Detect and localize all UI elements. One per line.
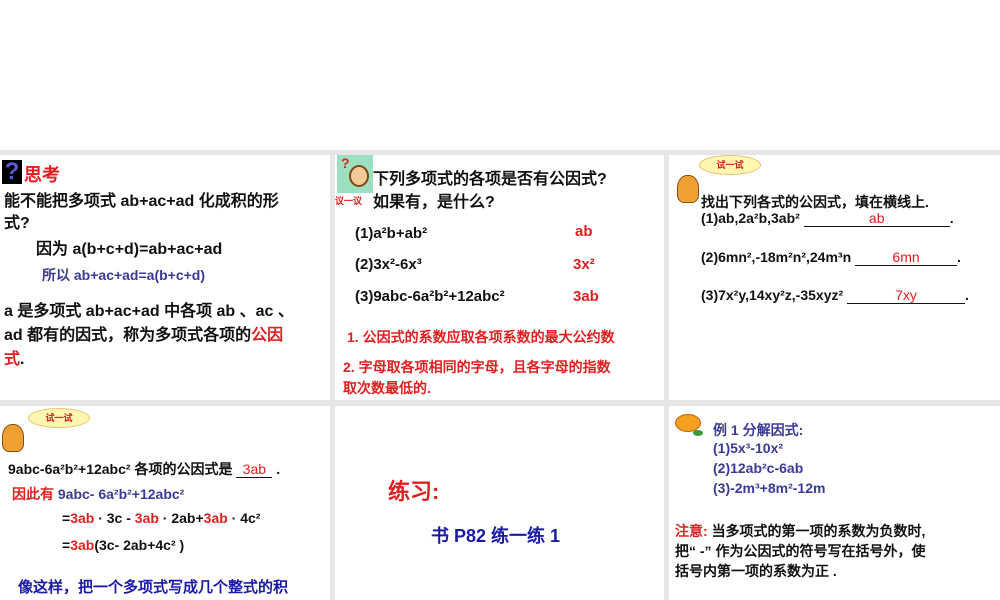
slide-grid: ? 思考 能不能把多项式 ab+ac+ad 化成积的形 式? 因为 a(b+c+… xyxy=(0,150,1000,600)
factor: 3ab xyxy=(70,510,95,526)
text: 9abc-6a²b²+12abc² 各项的公因式是 xyxy=(8,461,233,477)
factor: 3ab xyxy=(70,537,95,553)
slide-practice[interactable]: 练习: 书 P82 练一练 1 xyxy=(335,406,664,600)
tiger-icon xyxy=(677,175,699,203)
expression: (2)6mn²,-18m²n²,24m³n xyxy=(701,249,852,265)
step-line: =3ab · 3c - 3ab · 2ab+3ab · 4c² xyxy=(62,510,260,526)
exercise: (2)6mn²,-18m²n²,24m³n 6mn. xyxy=(701,249,961,266)
boy-icon: ? xyxy=(337,155,373,193)
question-line: 式? xyxy=(4,215,30,232)
period: . xyxy=(957,249,961,265)
question-icon: ? xyxy=(2,160,22,184)
period: . xyxy=(965,287,969,303)
practice-title: 练习: xyxy=(388,479,440,504)
try-badge: 试一试 xyxy=(699,155,761,175)
note-line: 括号内第一项的系数为正 . xyxy=(675,563,837,579)
factor: 3ab xyxy=(134,510,159,526)
slide-try[interactable]: 试一试 找出下列各式的公因式，填在横线上. (1)ab,2a²b,3ab² ab… xyxy=(669,155,1000,400)
term: 式 xyxy=(4,351,21,368)
question-line: 如果有，是什么? xyxy=(373,194,495,211)
exercise: (1)ab,2a²b,3ab² ab. xyxy=(701,210,954,227)
text: . xyxy=(20,351,25,368)
term: 公因 xyxy=(251,327,284,344)
note-line: 注意: 当多项式的第一项的系数为负数时, xyxy=(675,521,925,541)
text: = xyxy=(62,537,71,553)
expression: (1)a²b+ab² xyxy=(355,225,428,242)
expression: (3)9abc-6a²b²+12abc² xyxy=(355,288,505,305)
result-line: =3ab(3c- 2ab+4c² ) xyxy=(62,537,184,553)
answer-blank[interactable]: 3ab xyxy=(236,461,273,478)
answer: ab xyxy=(575,223,593,240)
tiger-icon xyxy=(2,424,24,452)
expression: 9abc- 6a²b²+12abc² xyxy=(57,486,185,502)
example-item: (3)-2m³+8m²-12m xyxy=(713,480,826,496)
try-badge: 试一试 xyxy=(28,408,90,428)
text: = xyxy=(62,510,71,526)
example-item: (2)12ab²c-6ab xyxy=(713,460,804,476)
expression: (2)3x²-6x³ xyxy=(355,256,422,273)
slide-example-1[interactable]: 例 1 分解因式: (1)5x³-10x² (2)12ab²c-6ab (3)-… xyxy=(669,406,1000,600)
text: 因此有 xyxy=(12,486,54,502)
common-factor-line: 9abc-6a²b²+12abc² 各项的公因式是 3ab . xyxy=(8,459,280,479)
discuss-badge: 议一议 xyxy=(335,196,363,206)
because-line: 因为 a(b+c+d)=ab+ac+ad xyxy=(36,241,223,258)
slide-think[interactable]: ? 思考 能不能把多项式 ab+ac+ad 化成积的形 式? 因为 a(b+c+… xyxy=(0,155,330,400)
period: . xyxy=(949,210,954,226)
so-line: 所以 ab+ac+ad=a(b+c+d) xyxy=(42,267,206,283)
definition-line: a 是多项式 ab+ac+ad 中各项 ab 、ac 、 xyxy=(4,303,294,320)
rule-line: 2. 字母取各项相同的字母，且各字母的指数 xyxy=(343,359,611,375)
text: 当多项式的第一项的系数为负数时, xyxy=(711,523,926,539)
definition-line: 式. xyxy=(4,345,24,369)
slide-title: 思考 xyxy=(24,165,60,185)
answer: 3x² xyxy=(573,256,595,273)
summary-line: 像这样，把一个多项式写成几个整式的积 xyxy=(18,579,289,596)
flower-icon xyxy=(673,412,703,436)
answer-blank[interactable]: 7xy xyxy=(847,287,966,304)
exercise: (3)7x²y,14xy²z,-35xyz² 7xy. xyxy=(701,287,969,304)
expression: (1)ab,2a²b,3ab² xyxy=(701,210,800,226)
answer: 3ab xyxy=(573,288,599,305)
period: . xyxy=(276,461,281,477)
slide-discuss[interactable]: ? 议一议 下列多项式的各项是否有公因式? 如果有，是什么? (1)a²b+ab… xyxy=(335,155,664,400)
rule-line: 取次数最低的. xyxy=(343,380,431,396)
factor: 3ab xyxy=(203,510,228,526)
question-line: 下列多项式的各项是否有公因式? xyxy=(373,171,607,188)
note-line: 把“ -” 作为公因式的符号写在括号外，使 xyxy=(675,543,926,559)
expression: (3)7x²y,14xy²z,-35xyz² xyxy=(701,287,844,303)
example-title: 例 1 分解因式: xyxy=(713,422,804,438)
blank-header xyxy=(0,0,1000,150)
question-line: 能不能把多项式 ab+ac+ad 化成积的形 xyxy=(4,193,279,210)
practice-reference[interactable]: 书 P82 练一练 1 xyxy=(431,526,561,546)
text: · 3c - xyxy=(94,510,135,526)
text: ad 都有的因式，称为多项式各项的 xyxy=(4,327,252,344)
rule-line: 1. 公因式的系数应取各项系数的最大公约数 xyxy=(347,329,615,345)
answer-blank[interactable]: ab xyxy=(803,210,950,227)
answer-blank[interactable]: 6mn xyxy=(855,249,958,266)
definition-line: ad 都有的因式，称为多项式各项的公因 xyxy=(4,321,283,345)
note-label: 注意: xyxy=(675,523,708,539)
slide-example-factor[interactable]: 试一试 9abc-6a²b²+12abc² 各项的公因式是 3ab . 因此有 … xyxy=(0,406,330,600)
text: (3c- 2ab+4c² ) xyxy=(94,537,185,553)
text: · 2ab+ xyxy=(158,510,204,526)
example-item: (1)5x³-10x² xyxy=(713,440,784,456)
text: · 4c² xyxy=(227,510,261,526)
instruction: 找出下列各式的公因式，填在横线上. xyxy=(701,194,929,210)
therefore-line: 因此有 9abc- 6a²b²+12abc² xyxy=(12,484,184,504)
